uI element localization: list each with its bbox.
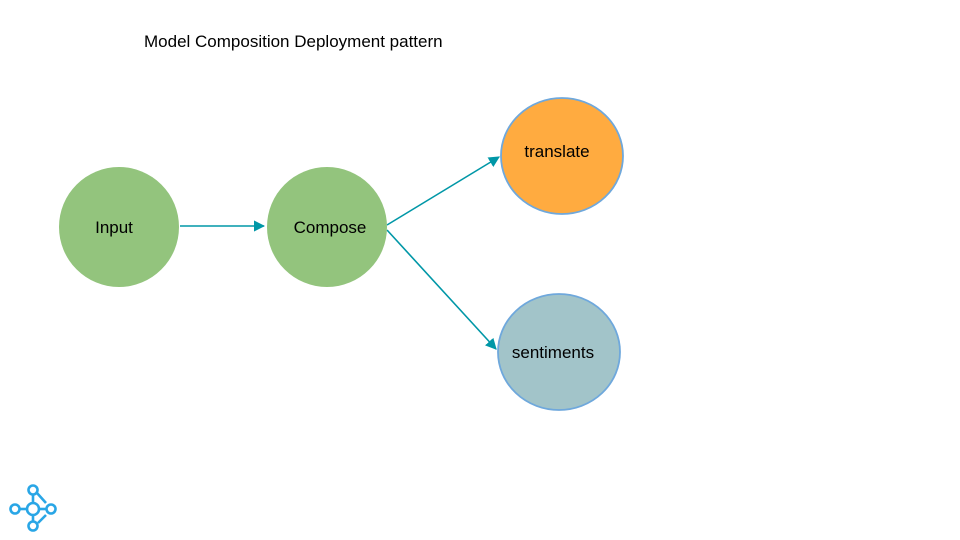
- edge-compose-translate: [386, 156, 500, 226]
- diagram-title: Model Composition Deployment pattern: [144, 32, 443, 51]
- node-sentiments-label: sentiments: [512, 343, 594, 362]
- pipeline-network-icon: [9, 484, 57, 532]
- node-input-label: Input: [95, 218, 133, 237]
- node-input: Input: [59, 167, 179, 287]
- node-compose: Compose: [267, 167, 387, 287]
- node-compose-label: Compose: [294, 218, 367, 237]
- edge-compose-sentiments: [386, 229, 497, 350]
- node-translate-circle: [500, 97, 624, 215]
- node-sentiments: sentiments: [497, 293, 621, 411]
- node-translate: translate: [500, 97, 624, 215]
- node-compose-circle: [267, 167, 387, 287]
- node-translate-label: translate: [524, 142, 589, 161]
- node-input-circle: [59, 167, 179, 287]
- node-sentiments-circle: [497, 293, 621, 411]
